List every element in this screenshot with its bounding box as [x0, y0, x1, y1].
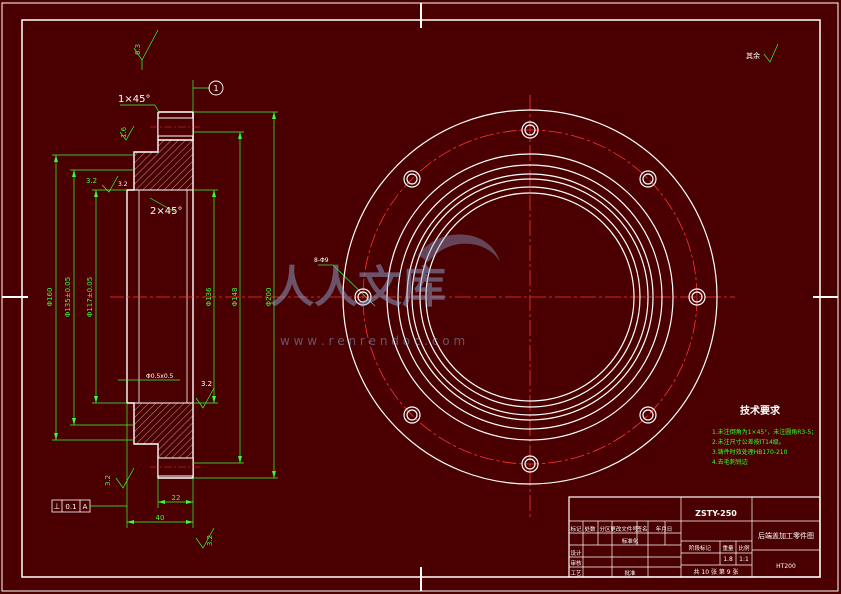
bolt-circle — [362, 129, 698, 465]
watermark-logo-icon — [418, 234, 500, 262]
roughness-small-left2: 3.2 — [104, 475, 112, 486]
material: HT200 — [776, 563, 796, 570]
section-view: 1 ⊥ 0.1 A 1×45° 2×45° 6.3 3.2 3.2 3.2 1.… — [46, 29, 779, 549]
dim-left-3: Φ117±0.05 — [86, 277, 94, 317]
dim-total-width: 40 — [156, 514, 165, 522]
centering-marks — [2, 3, 838, 591]
boss-circle-1 — [386, 153, 674, 441]
flange-outer-circle — [342, 109, 718, 485]
dim-inner-1: Φ148 — [231, 288, 239, 307]
boss-circle-3 — [406, 173, 654, 421]
tech-requirements: 技术要求 1.未注倒角为1×45°，未注圆角R3-5； 2.未注尺寸公差按IT1… — [712, 404, 817, 466]
watermark: 人人文库 w w w . r e n r e n d o c . c o m — [270, 234, 500, 348]
tech-note-4: 4.去毛刺锐边 — [712, 458, 748, 466]
label-stage-mark: 阶段标记 — [689, 544, 712, 552]
chamfer-top: 1×45° — [118, 94, 150, 105]
gdt-tolerance: 0.1 — [65, 503, 76, 511]
dim-outer: Φ200 — [265, 288, 273, 307]
label-standard: 标准化 — [622, 537, 639, 545]
part-name: 后端盖加工零件图 — [758, 531, 814, 540]
label-design: 设计 — [570, 549, 582, 557]
hole-callout: 8-Φ9 — [314, 257, 329, 264]
drawing-number: ZSTY-250 — [695, 509, 737, 518]
gdt-datum: A — [83, 503, 88, 511]
roughness-small-left: 1.6 — [120, 126, 128, 138]
watermark-url: w w w . r e n r e n d o c . c o m — [280, 334, 465, 348]
title-block: ZSTY-250 后端盖加工零件图 HT200 共 10 张 第 9 张 1.8… — [568, 496, 821, 578]
label-mark: 标记 — [570, 525, 582, 533]
bore-note: Φ0.5x0.5 — [146, 373, 174, 380]
gdt-frame: ⊥ 0.1 A — [51, 499, 127, 513]
label-process: 工艺 — [570, 570, 582, 577]
weight-value: 1.8 — [723, 556, 733, 563]
sheet-info: 共 10 张 第 9 张 — [694, 568, 739, 576]
label-zone: 分区 — [599, 525, 611, 533]
label-date: 年月日 — [656, 525, 673, 533]
tech-note-2: 2.未注尺寸公差按IT14级。 — [712, 438, 785, 446]
watermark-brand: 人人文库 — [270, 262, 446, 313]
label-count: 处数 — [584, 525, 596, 533]
bolt-holes — [354, 121, 706, 473]
roughness-right: 3.2 — [201, 380, 212, 388]
section-hatch-top — [133, 139, 194, 191]
scale-value: 1:1 — [739, 556, 749, 563]
tech-heading: 技术要求 — [740, 404, 781, 417]
boss-circle-2 — [397, 164, 663, 430]
tech-note-1: 1.未注倒角为1×45°，未注圆角R3-5； — [712, 428, 817, 436]
section-hatch-bottom — [133, 402, 194, 459]
bore-circle-2 — [425, 192, 635, 402]
dim-flange-width: 22 — [172, 494, 181, 502]
gdt-symbol: ⊥ — [54, 502, 61, 511]
label-weight: 重量 — [722, 544, 734, 552]
label-approve: 批准 — [624, 569, 636, 577]
boss-circle-4 — [411, 178, 649, 416]
bore-circle-1 — [419, 186, 641, 408]
tech-note-3: 3.铸件时效处理HB170-210 — [712, 448, 788, 456]
chamfer-mid: 2×45° — [150, 206, 182, 217]
label-change-doc: 更改文件号 — [610, 525, 638, 533]
label-scale: 比例 — [738, 544, 750, 552]
label-review: 审核 — [570, 559, 582, 567]
label-signature: 签名 — [636, 525, 647, 533]
dimension-lines — [52, 29, 779, 549]
dim-left-1: Φ160 — [46, 288, 54, 307]
dim-inner-2: Φ136 — [205, 287, 213, 306]
roughness-mid-right: 3.2 — [118, 181, 128, 188]
roughness-left: 3.2 — [86, 177, 97, 185]
datum-label: 1 — [213, 84, 218, 93]
front-view — [330, 95, 735, 520]
roughness-top: 6.3 — [134, 44, 142, 55]
roughness-general: 其余 — [746, 51, 760, 60]
dim-left-2: Φ135±0.05 — [64, 277, 72, 317]
dimension-arrows — [54, 112, 276, 524]
roughness-bottom: 3.2 — [206, 535, 214, 546]
datum-circle — [208, 80, 224, 96]
